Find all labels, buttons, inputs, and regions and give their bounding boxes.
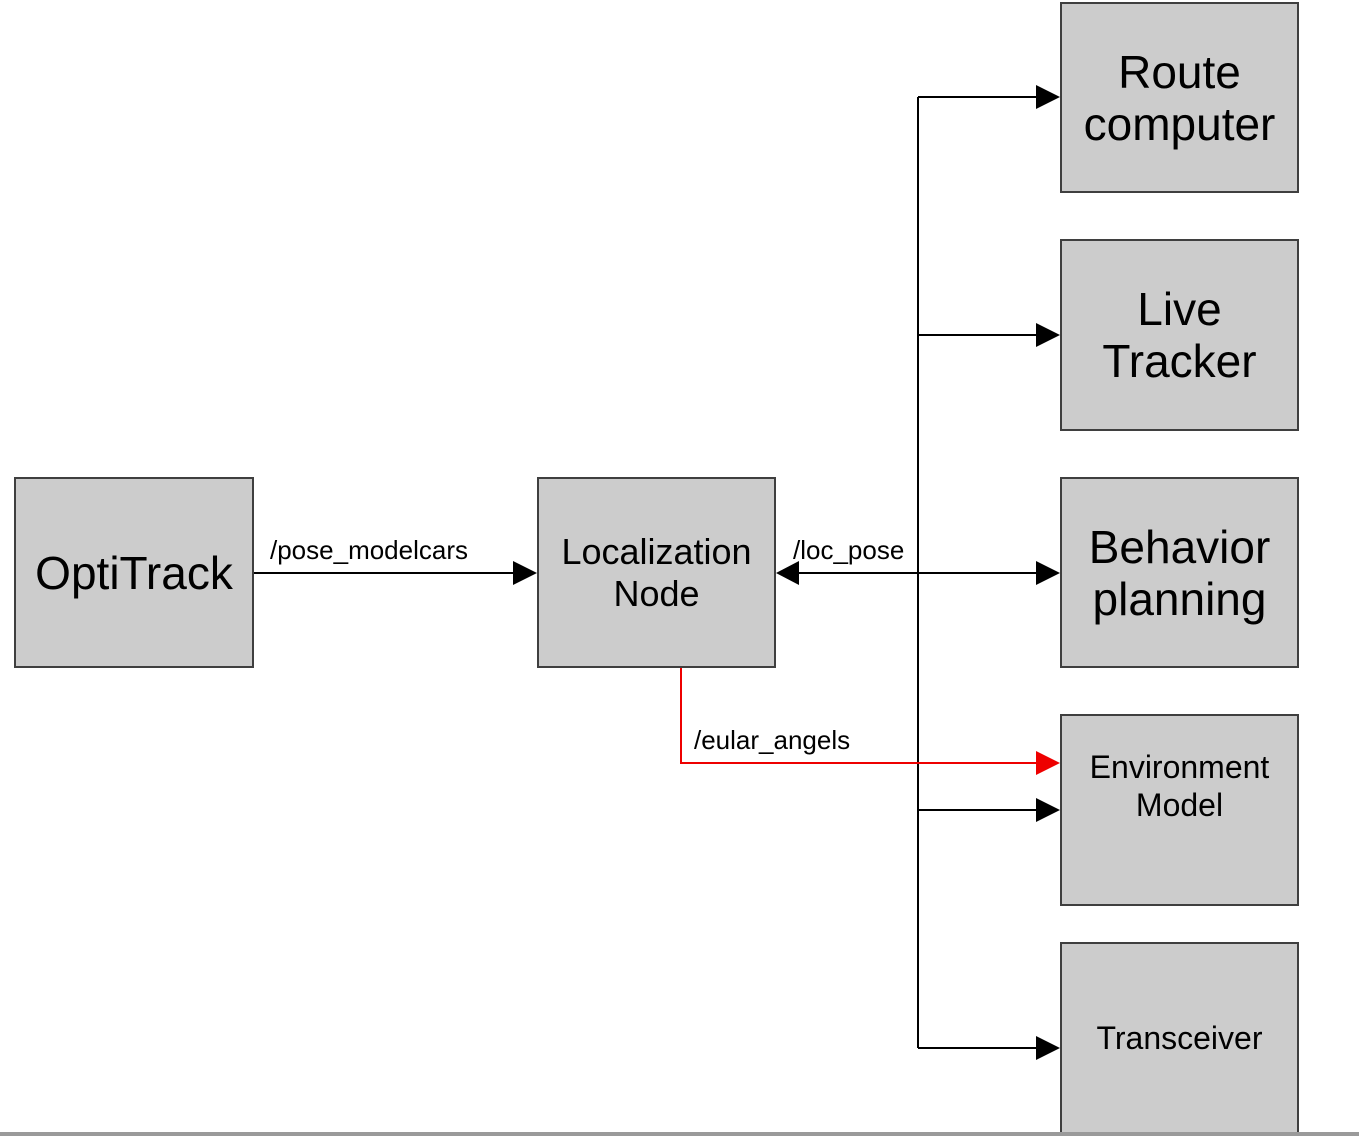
node-optitrack-label: OptiTrack [35, 546, 233, 599]
arrowhead-environment-icon [1036, 798, 1060, 822]
node-environment-model-line2: Model [1135, 787, 1224, 823]
node-environment-model-line1: Environment [1089, 749, 1270, 785]
edge-label-pose-modelcars: /pose_modelcars [270, 535, 468, 565]
node-behavior-planning-line1: Behavior [1088, 520, 1271, 573]
node-behavior-planning: Behavior planning [1060, 477, 1299, 668]
edge-label-loc-pose: /loc_pose [793, 535, 905, 565]
edge-transceiver [918, 1036, 1060, 1060]
arrowhead-loc-pose-icon [776, 561, 799, 585]
edge-live-tracker [918, 323, 1060, 347]
edge-pose-modelcars [253, 561, 537, 585]
node-transceiver-label: Transceiver [1096, 1020, 1263, 1056]
arrowhead-eular-icon [1036, 751, 1060, 775]
node-live-tracker-line2: Tracker [1102, 335, 1257, 387]
node-localization: Localization Node [537, 477, 776, 668]
arrowhead-localization-icon [513, 561, 537, 585]
arrowhead-live-tracker-icon [1036, 323, 1060, 347]
edge-route-computer [918, 85, 1060, 109]
bottom-divider [0, 1132, 1359, 1136]
edge-environment-model [918, 798, 1060, 822]
node-optitrack: OptiTrack [14, 477, 254, 668]
node-live-tracker-line1: Live [1137, 283, 1222, 335]
edge-label-eular-angels: /eular_angels [694, 725, 851, 755]
arrowhead-transceiver-icon [1036, 1036, 1060, 1060]
node-route-computer: Route computer [1060, 2, 1299, 193]
node-live-tracker: Live Tracker [1060, 239, 1299, 431]
node-route-computer-line2: computer [1083, 97, 1276, 150]
edge-eular-angels [680, 668, 1060, 775]
node-route-computer-line1: Route [1118, 45, 1241, 98]
node-localization-line2: Node [613, 572, 700, 614]
node-localization-line1: Localization [561, 530, 752, 572]
node-environment-model: Environment Model [1060, 714, 1299, 906]
node-behavior-planning-line2: planning [1092, 572, 1267, 625]
node-transceiver: Transceiver [1060, 942, 1299, 1134]
arrowhead-route-icon [1036, 85, 1060, 109]
arrowhead-behavior-icon [1036, 561, 1060, 585]
